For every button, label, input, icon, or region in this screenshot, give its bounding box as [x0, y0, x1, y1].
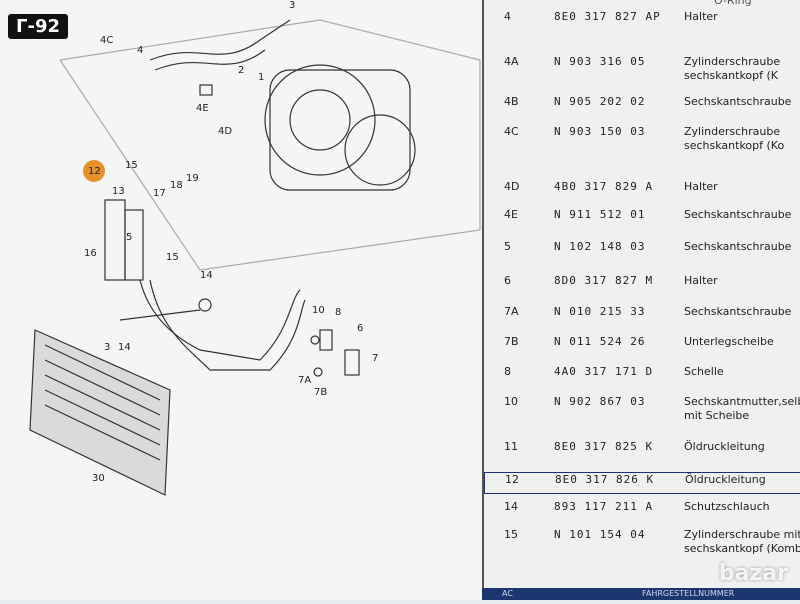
- cell-pos: 4C: [504, 125, 519, 138]
- cell-desc: Halter: [684, 180, 718, 193]
- watermark-logo: bazar: [718, 561, 788, 586]
- cell-desc: Schutzschlauch: [684, 500, 770, 513]
- callout-19[interactable]: 19: [186, 173, 199, 184]
- parts-table: O-Ring 4 8E0 317 827 AP Halter 4A N 903 316 …: [482, 0, 800, 588]
- cell-desc: Sechskantschraube: [684, 240, 792, 253]
- diagram-drawing: [29, 19, 481, 496]
- callout-3[interactable]: 3: [289, 0, 296, 11]
- cell-part: N 911 512 01: [554, 208, 646, 221]
- callout-7[interactable]: 7: [372, 353, 379, 364]
- cell-desc: Zylinderschraube sechskantkopf (Ko: [684, 125, 785, 152]
- cell-part: 8E0 317 825 K: [554, 440, 654, 453]
- callout-30[interactable]: 30: [92, 473, 105, 484]
- cell-part: 8D0 317 827 M: [554, 274, 654, 287]
- cell-pos: 8: [504, 365, 511, 378]
- cell-pos: 4: [504, 10, 511, 23]
- callout-5[interactable]: 5: [126, 232, 133, 243]
- cell-part: N 010 215 33: [554, 305, 646, 318]
- callout-6[interactable]: 6: [357, 323, 364, 334]
- cell-desc: Sechskantschraube: [684, 95, 792, 108]
- cell-desc: Unterlegscheibe: [684, 335, 774, 348]
- callout-8[interactable]: 8: [335, 307, 342, 318]
- cell-part: 4B0 317 829 A: [554, 180, 654, 193]
- callout-7a[interactable]: 7A: [298, 375, 312, 386]
- status-vin-label: FAHRGESTELLNUMMER: [642, 589, 735, 598]
- cell-desc: Zylinderschraube sechskantkopf (K: [684, 55, 781, 82]
- cell-part: 8E0 317 827 AP: [554, 10, 661, 23]
- callout-3b[interactable]: 3: [104, 342, 111, 353]
- cell-part: N 011 524 26: [554, 335, 646, 348]
- cell-desc: Halter: [684, 274, 718, 287]
- cell-pos: 14: [504, 500, 518, 513]
- cell-desc: Halter: [684, 10, 718, 23]
- callout-15b[interactable]: 15: [166, 252, 179, 263]
- callout-1[interactable]: 1: [258, 72, 265, 83]
- callout-4e[interactable]: 4E: [196, 103, 209, 114]
- cell-desc: Öldruckleitung: [685, 473, 766, 486]
- callout-14[interactable]: 14: [200, 270, 213, 281]
- callout-18[interactable]: 18: [170, 180, 183, 191]
- status-ac: AC: [502, 589, 513, 598]
- cell-pos: 10: [504, 395, 518, 408]
- callout-4d[interactable]: 4D: [218, 126, 233, 137]
- cell-pos: 4D: [504, 180, 520, 193]
- cell-pos: 7A: [504, 305, 519, 318]
- cell-desc: Öldruckleitung: [684, 440, 765, 453]
- callout-4c[interactable]: 4C: [100, 35, 114, 46]
- cell-pos: 6: [504, 274, 511, 287]
- exploded-parts-diagram: 4C 4 3 2 1 4E 4D 12 15 13 17 18 19 16 5 …: [0, 0, 482, 600]
- callout-12[interactable]: 12: [88, 166, 101, 177]
- callout-10[interactable]: 10: [312, 305, 325, 316]
- cell-desc: Schelle: [684, 365, 724, 378]
- cell-pos: 11: [504, 440, 518, 453]
- callout-17[interactable]: 17: [153, 188, 166, 199]
- cell-part: N 902 867 03: [554, 395, 646, 408]
- cell-part: N 905 202 02: [554, 95, 646, 108]
- cell-part: N 903 316 05: [554, 55, 646, 68]
- cell-part: 4A0 317 171 D: [554, 365, 654, 378]
- callout-15[interactable]: 15: [125, 160, 138, 171]
- cell-desc: Sechskantschraube: [684, 208, 792, 221]
- callout-4[interactable]: 4: [137, 45, 144, 56]
- cell-part: N 903 150 03: [554, 125, 646, 138]
- callout-7b[interactable]: 7B: [314, 387, 328, 398]
- cell-part: N 102 148 03: [554, 240, 646, 253]
- partial-row-desc: O-Ring: [714, 0, 752, 7]
- cell-part: 893 117 211 A: [554, 500, 654, 513]
- cell-part: 8E0 317 826 K: [555, 473, 655, 486]
- cell-pos: 12: [505, 473, 519, 486]
- cell-pos: 7B: [504, 335, 519, 348]
- item-code-badge: Г-92: [8, 14, 68, 39]
- cell-pos: 5: [504, 240, 511, 253]
- status-bar: AC FAHRGESTELLNUMMER: [482, 588, 800, 600]
- callout-16[interactable]: 16: [84, 248, 97, 259]
- cell-pos: 4B: [504, 95, 519, 108]
- cell-part: N 101 154 04: [554, 528, 646, 541]
- table-row[interactable]: 12 8E0 317 826 K Öldruckleitung: [484, 472, 800, 494]
- cell-pos: 15: [504, 528, 518, 541]
- callout-14b[interactable]: 14: [118, 342, 131, 353]
- callout-13[interactable]: 13: [112, 186, 125, 197]
- cell-desc: Sechskantmutter,selb mit Scheibe: [684, 395, 800, 422]
- cell-desc: Sechskantschraube: [684, 305, 792, 318]
- cell-pos: 4A: [504, 55, 519, 68]
- cell-pos: 4E: [504, 208, 518, 221]
- selected-callout-highlight: [83, 160, 105, 182]
- cell-desc: Zylinderschraube mit In sechskantkopf (K…: [684, 528, 800, 555]
- callout-2[interactable]: 2: [238, 65, 245, 76]
